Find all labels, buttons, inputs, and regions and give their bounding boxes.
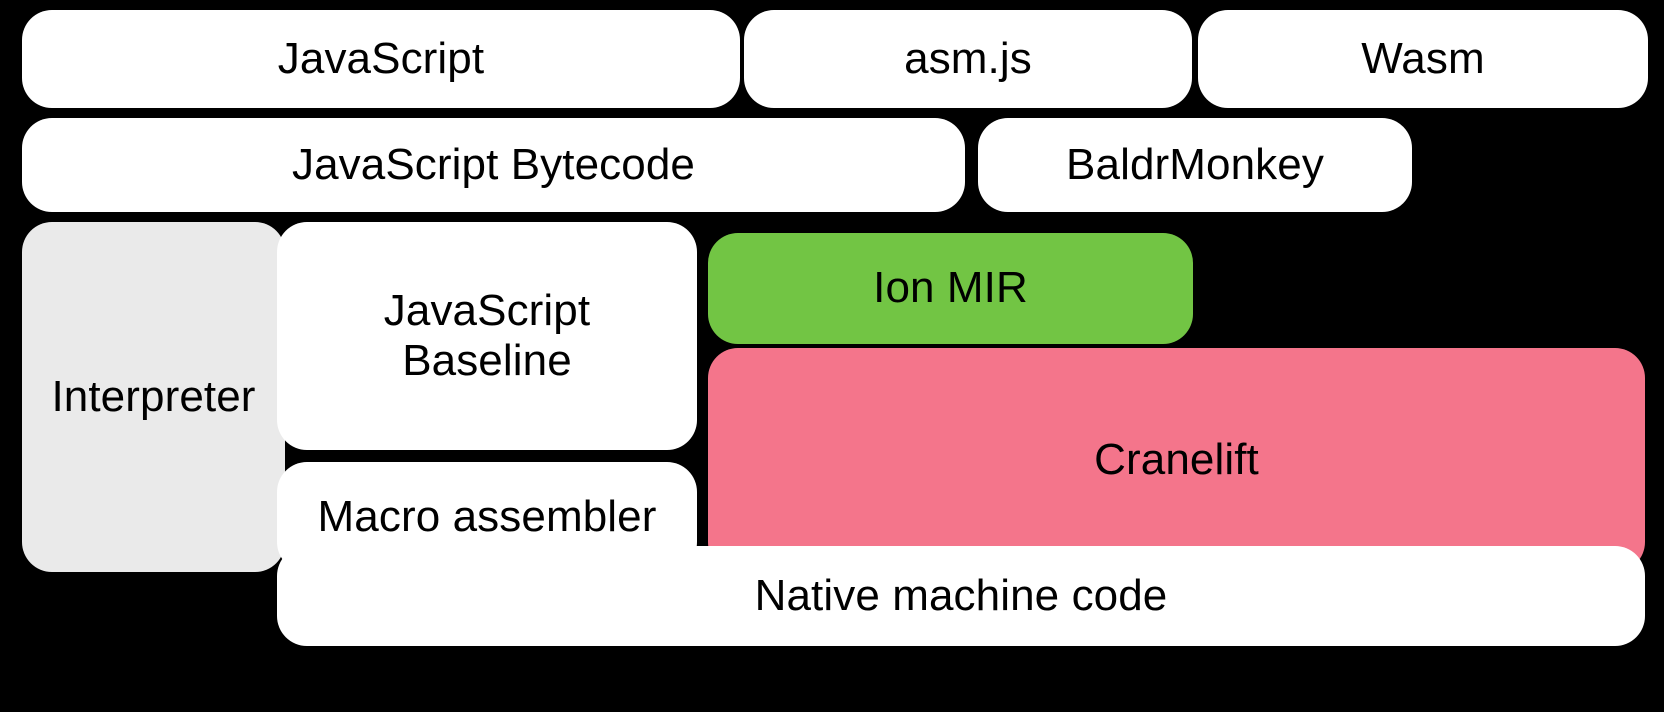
node-interpreter: Interpreter (22, 222, 285, 572)
node-asm-js: asm.js (744, 10, 1192, 108)
node-ion-mir: Ion MIR (708, 233, 1193, 344)
node-wasm: Wasm (1198, 10, 1648, 108)
node-baldrmonkey: BaldrMonkey (978, 118, 1412, 212)
node-javascript: JavaScript (22, 10, 740, 108)
node-javascript-baseline: JavaScript Baseline (277, 222, 697, 450)
node-javascript-bytecode: JavaScript Bytecode (22, 118, 965, 212)
node-native-machine-code: Native machine code (277, 546, 1645, 646)
node-cranelift: Cranelift (708, 348, 1645, 572)
